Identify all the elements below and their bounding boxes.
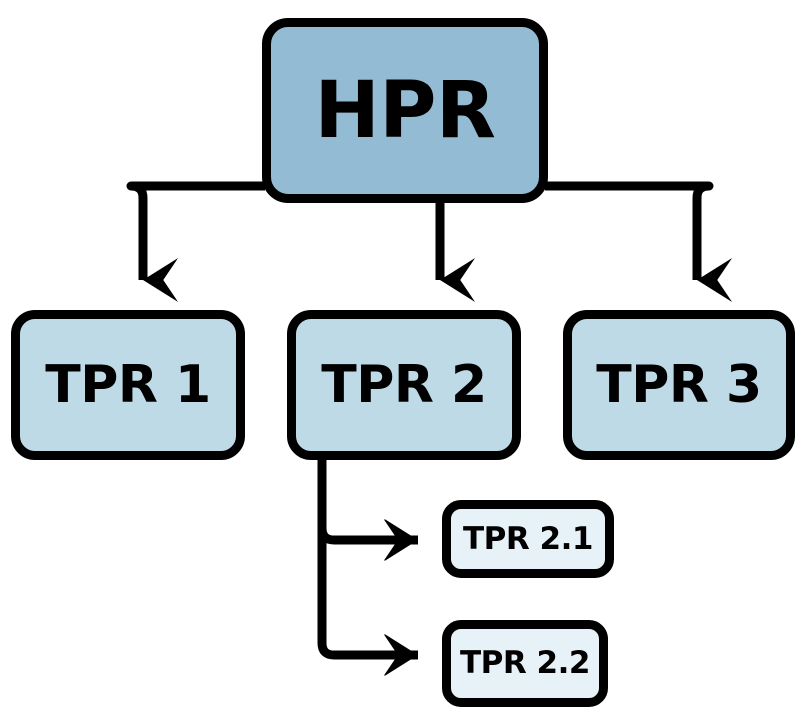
edge-hpr-to-tpr1 xyxy=(126,181,265,303)
node-tpr-1-label: TPR 1 xyxy=(45,355,211,415)
edge-tpr2-to-tpr22 xyxy=(317,460,418,655)
node-tpr-2-1-label: TPR 2.1 xyxy=(463,520,593,557)
node-tpr-2-2-label: TPR 2.2 xyxy=(460,645,590,681)
node-tpr-1[interactable]: TPR 1 xyxy=(11,310,245,460)
node-tpr-2-1[interactable]: TPR 2.1 xyxy=(442,500,614,578)
node-hpr-label: HPR xyxy=(314,65,496,156)
node-hpr[interactable]: HPR xyxy=(262,18,548,203)
node-tpr-3[interactable]: TPR 3 xyxy=(563,310,795,460)
node-tpr-2-2[interactable]: TPR 2.2 xyxy=(442,620,608,707)
node-tpr-2[interactable]: TPR 2 xyxy=(287,310,521,460)
node-tpr-3-label: TPR 3 xyxy=(596,355,762,415)
node-tpr-2-label: TPR 2 xyxy=(321,355,487,415)
edge-tpr2-to-tpr21 xyxy=(317,460,418,540)
edge-hpr-to-tpr3 xyxy=(545,181,733,303)
